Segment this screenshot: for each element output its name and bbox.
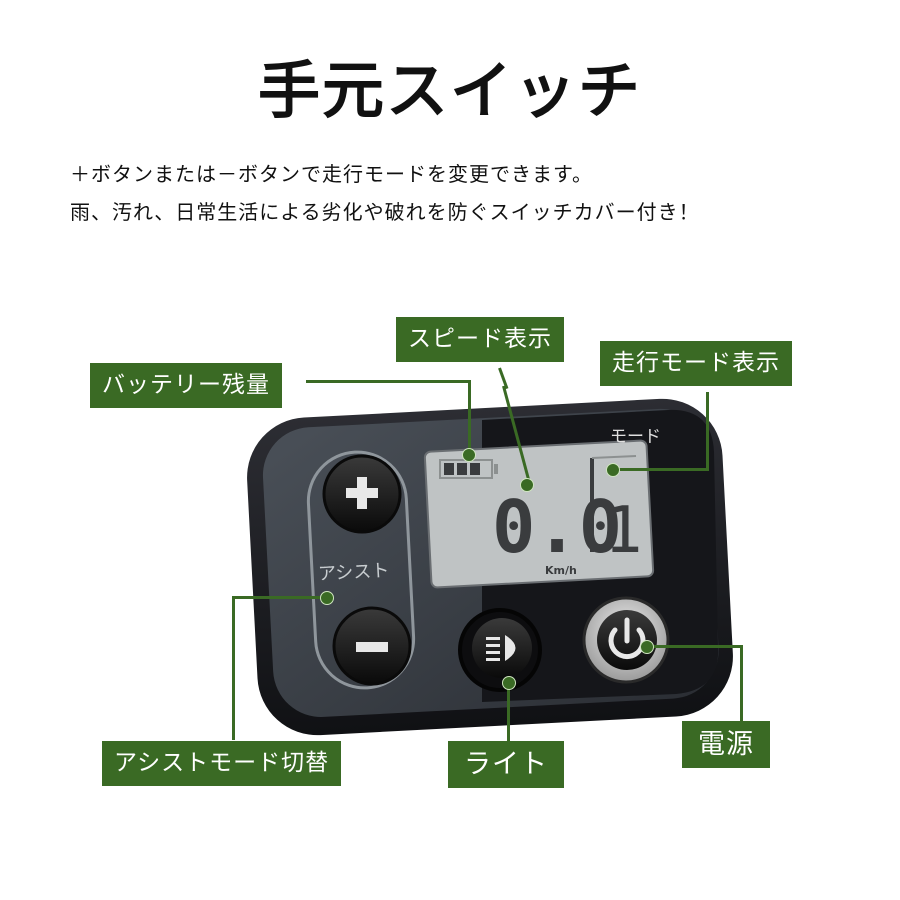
description-line-2: 雨、汚れ、日常生活による劣化や破れを防ぐスイッチカバー付き！ — [70, 200, 700, 224]
speed-leader-dot — [520, 478, 534, 492]
battery-leader-v — [468, 380, 471, 458]
light-leader-v — [507, 680, 510, 744]
mode-leader-dot — [606, 463, 620, 477]
callout-speed: スピード表示 — [396, 317, 564, 362]
mode-label: モード — [610, 427, 661, 447]
assist-leader-dot — [320, 591, 334, 605]
plus-icon — [346, 477, 378, 509]
mode-leader-h — [612, 468, 709, 471]
assist-leader-v — [232, 596, 235, 740]
power-leader-h — [650, 645, 742, 648]
battery-bar-2 — [457, 463, 467, 475]
light-leader-dot — [502, 676, 516, 690]
minus-icon — [356, 642, 388, 652]
battery-leader-h — [306, 380, 470, 383]
assist-label: アシスト — [318, 560, 390, 585]
power-leader-dot — [640, 640, 654, 654]
description-line-1: ＋ボタンまたは－ボタンで走行モードを変更できます。 — [70, 162, 593, 186]
callout-mode-display: 走行モード表示 — [600, 341, 792, 386]
speed-value: 0.0 — [492, 485, 622, 569]
battery-bar-3 — [470, 463, 480, 475]
page-title: 手元スイッチ — [257, 54, 642, 127]
assist-leader-h — [232, 596, 324, 599]
speed-unit: Km/h — [545, 564, 577, 577]
callout-power: 電源 — [682, 721, 770, 768]
power-icon — [608, 617, 646, 660]
callout-battery: バッテリー残量 — [90, 363, 282, 408]
callout-assist-switch: アシストモード切替 — [102, 741, 342, 786]
battery-leader-dot — [462, 448, 476, 462]
mode-leader-v — [706, 392, 709, 470]
headlight-icon — [486, 635, 516, 661]
mode-value: 1 — [604, 494, 643, 568]
power-leader-v — [740, 645, 743, 723]
battery-bar-1 — [444, 463, 454, 475]
callout-light: ライト — [448, 741, 564, 788]
